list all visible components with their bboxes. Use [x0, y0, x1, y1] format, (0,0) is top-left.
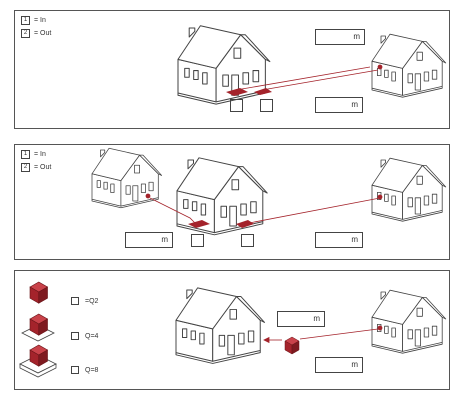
cube-q2	[29, 281, 48, 304]
legend-out: 2 = Out	[21, 163, 51, 172]
q-label-8: Q=8	[71, 366, 98, 374]
checkbox-icon	[71, 366, 79, 374]
checkbox-icon	[71, 332, 79, 340]
house-right	[371, 157, 447, 222]
checkbox-icon	[71, 297, 79, 305]
outlet-patches	[226, 88, 272, 96]
q-label-2: =Q2	[71, 297, 98, 305]
legend-out: 2 = Out	[21, 29, 51, 38]
connection-lines	[145, 193, 383, 225]
empty-square	[191, 234, 204, 247]
legend-in: 1 = In	[21, 150, 46, 159]
empty-square	[241, 234, 254, 247]
house-small	[371, 33, 447, 98]
house-left	[175, 287, 266, 364]
distance-box: m	[315, 29, 365, 45]
connection-lines	[235, 64, 383, 91]
connection-lines	[263, 325, 383, 344]
cube-q8	[19, 344, 57, 378]
legend-in: 1 = In	[21, 16, 46, 25]
distance-box: m	[315, 357, 363, 373]
distance-box: m	[315, 97, 363, 113]
distance-box: m	[125, 232, 173, 248]
distance-box: m	[277, 311, 325, 327]
center-cube	[284, 336, 300, 355]
house-right	[371, 289, 447, 354]
q-label-4: Q=4	[71, 332, 98, 340]
house-middle	[176, 157, 268, 236]
distance-box: m	[315, 232, 363, 248]
cube-q4	[21, 313, 55, 342]
empty-square	[260, 99, 273, 112]
